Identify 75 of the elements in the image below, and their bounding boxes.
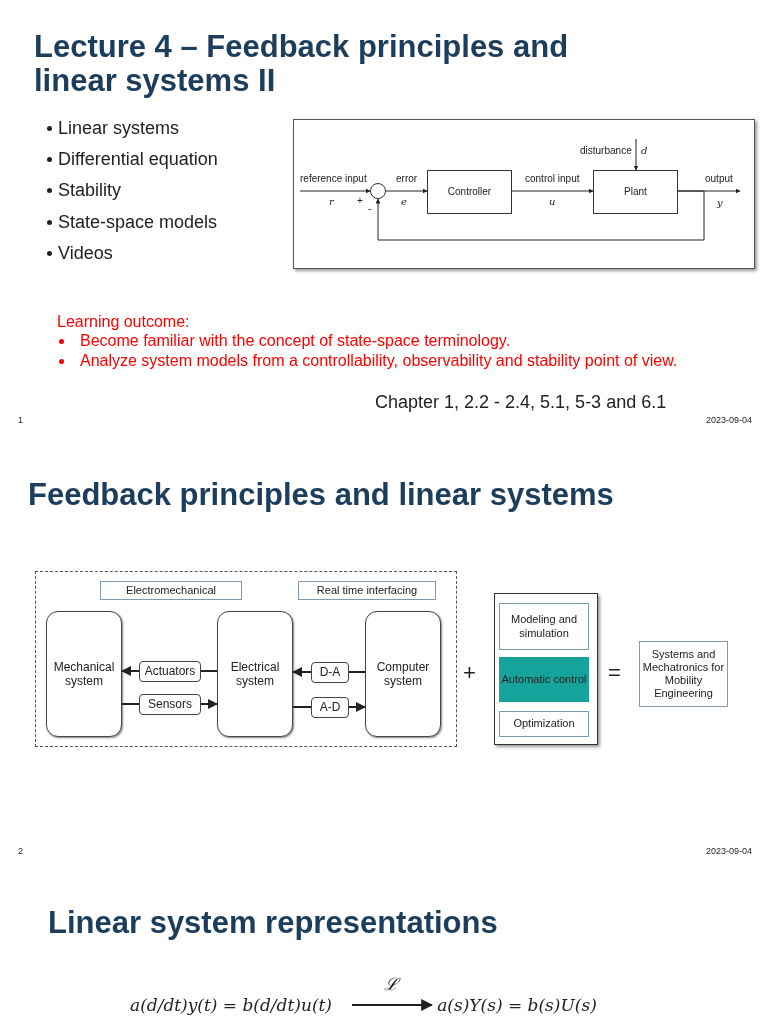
text-box bbox=[100, 581, 242, 600]
arrow bbox=[633, 138, 639, 171]
page-number: 1 bbox=[18, 415, 23, 426]
node-label: Mechanical system bbox=[52, 659, 116, 689]
text-box bbox=[639, 641, 728, 707]
text-box bbox=[298, 581, 436, 600]
sign-symbol: + bbox=[357, 195, 363, 207]
node-label: Sensors bbox=[148, 697, 192, 712]
system-box bbox=[217, 611, 293, 737]
bullet-text: Linear systems bbox=[58, 118, 180, 139]
bullet-text: State-space models bbox=[58, 212, 218, 233]
date-text: 2023-09-04 bbox=[706, 415, 753, 426]
block-box bbox=[593, 170, 678, 214]
arrow bbox=[292, 667, 312, 677]
equals-sign: = bbox=[608, 660, 621, 686]
heading-text: Learning outcome: bbox=[57, 313, 190, 332]
signal-symbol: u bbox=[549, 196, 556, 208]
slide-title: Linear system representations bbox=[48, 906, 498, 940]
node-label: Real time interfacing bbox=[316, 583, 418, 598]
node-label: Computer system bbox=[375, 659, 431, 689]
page-number: 2 bbox=[18, 846, 23, 857]
bullet-text: Differential equation bbox=[58, 149, 218, 170]
panel bbox=[494, 593, 598, 745]
edge-label: error bbox=[396, 173, 418, 185]
arrow bbox=[375, 190, 705, 241]
interface-box bbox=[139, 694, 201, 715]
slide-title: Feedback principles and linear systems bbox=[28, 478, 614, 512]
summing-junction bbox=[370, 183, 386, 199]
arrow bbox=[299, 188, 371, 194]
block-box bbox=[427, 170, 512, 214]
interface-box bbox=[311, 662, 349, 683]
plus-sign: + bbox=[463, 660, 476, 686]
node-label: A-D bbox=[319, 700, 341, 715]
arrow bbox=[351, 999, 434, 1011]
signal-symbol: e bbox=[401, 196, 407, 208]
edge-label: disturbance bbox=[580, 145, 632, 157]
node-label: a(s)Y(s) = b(s)U(s) bbox=[437, 994, 597, 1016]
node-label: D-A bbox=[319, 665, 341, 680]
node-label: Actuators bbox=[144, 664, 196, 679]
system-box bbox=[46, 611, 122, 737]
bullet-text: Become familiar with the concept of state-space terminology. bbox=[80, 332, 511, 351]
bullet-text: Videos bbox=[58, 243, 113, 264]
arrow bbox=[200, 699, 218, 709]
date-text: 2023-09-04 bbox=[706, 846, 753, 857]
bullet-text: Analyze system models from a controllability, observability and stability point of view. bbox=[80, 352, 678, 371]
arrow bbox=[348, 702, 366, 712]
node-label: Systems and Mechatronics for Mobility Engineering bbox=[641, 647, 726, 701]
node-label: Automatic control bbox=[501, 672, 587, 687]
signal-symbol: y bbox=[717, 197, 723, 209]
interface-box bbox=[139, 661, 201, 682]
signal-symbol: d bbox=[641, 145, 648, 157]
reference-text: Chapter 1, 2.2 - 2.4, 5.1, 5-3 and 6.1 bbox=[375, 392, 667, 413]
signal-symbol: r bbox=[329, 196, 334, 208]
node-label: Optimization bbox=[513, 717, 575, 731]
edge-label: control input bbox=[525, 173, 580, 185]
bullet-text: Stability bbox=[58, 180, 122, 201]
system-box bbox=[365, 611, 441, 737]
arrow bbox=[385, 188, 428, 194]
interface-box bbox=[311, 697, 349, 718]
node-label: Electrical system bbox=[229, 659, 281, 689]
edge-label: output bbox=[705, 173, 733, 185]
arrow bbox=[121, 666, 140, 676]
sign-symbol: - bbox=[368, 203, 372, 215]
highlight-box bbox=[499, 657, 589, 702]
node-label: a(d/dt)y(t) = b(d/dt)u(t) bbox=[130, 994, 332, 1016]
text-box bbox=[499, 711, 589, 737]
dashed-frame bbox=[35, 571, 457, 747]
edge-label: reference input bbox=[300, 173, 367, 185]
node-label: Controller bbox=[447, 186, 492, 198]
arrow bbox=[511, 188, 594, 194]
text-box bbox=[499, 603, 589, 650]
node-label: Modeling and simulation bbox=[509, 613, 579, 640]
node-label: Electromechanical bbox=[126, 583, 216, 598]
slide-title: Lecture 4 – Feedback principles and linear systems II bbox=[34, 30, 570, 98]
node-label: Plant bbox=[624, 186, 647, 198]
